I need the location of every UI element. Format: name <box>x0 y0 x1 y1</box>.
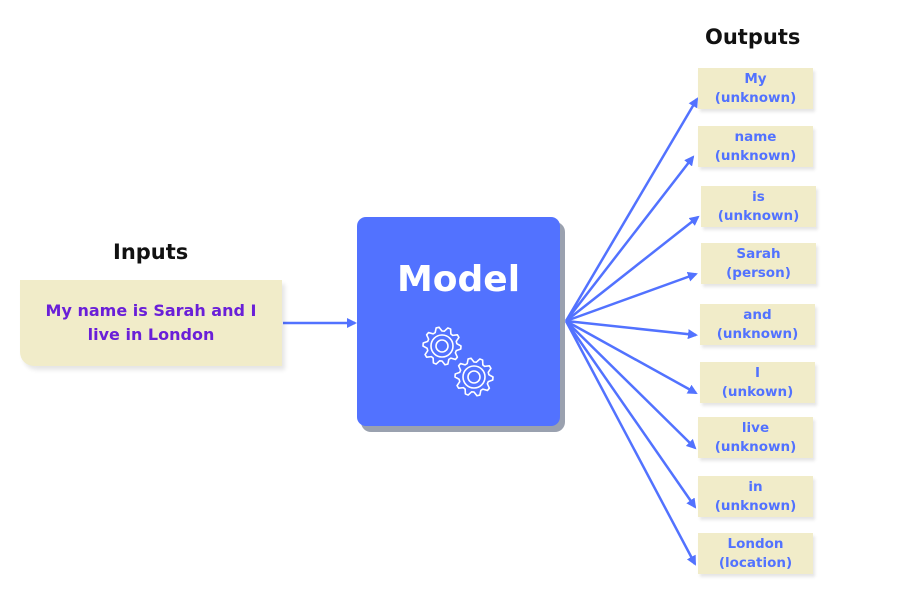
output-entity-label: (unknown) <box>714 89 797 106</box>
output-entity-label: (unkown) <box>721 383 794 400</box>
output-token: and <box>743 306 772 323</box>
output-arrow <box>564 320 697 566</box>
gears-icon <box>422 326 494 397</box>
output-arrow <box>564 320 697 509</box>
output-note: is (unknown) <box>701 186 816 227</box>
inputs-heading: Inputs <box>113 240 189 264</box>
output-note: Sarah (person) <box>701 243 816 284</box>
input-sentence-text: My name is Sarah and I live in London <box>45 301 257 344</box>
output-token: live <box>741 419 770 436</box>
outputs-heading: Outputs <box>705 25 801 49</box>
output-arrow <box>565 319 698 340</box>
output-note: and (unknown) <box>700 304 815 345</box>
output-arrow <box>565 272 698 323</box>
input-sentence-note: My name is Sarah and I live in London <box>20 280 282 366</box>
output-note: live (unknown) <box>698 417 813 458</box>
output-arrow <box>565 215 700 322</box>
output-note: name (unknown) <box>698 126 813 167</box>
output-entity-label: (unknown) <box>716 325 799 342</box>
output-arrow <box>564 97 699 322</box>
model-box: Model <box>357 217 560 426</box>
output-token: Sarah <box>736 245 781 262</box>
output-note: in (unknown) <box>698 476 813 517</box>
output-note: My (unknown) <box>698 68 813 109</box>
output-note: I (unkown) <box>700 362 815 403</box>
output-entity-label: (unknown) <box>714 147 797 164</box>
output-arrow <box>565 320 697 450</box>
output-token: is <box>752 188 765 205</box>
output-arrow <box>565 155 695 322</box>
output-token: London <box>727 535 784 552</box>
output-token: I <box>754 364 761 381</box>
model-title: Model <box>396 259 521 300</box>
output-token: My <box>744 70 767 87</box>
output-token: in <box>748 478 763 495</box>
output-note: London (location) <box>698 533 813 574</box>
output-arrow <box>565 319 698 395</box>
output-token: name <box>734 128 777 145</box>
output-entity-label: (location) <box>718 554 793 571</box>
output-entity-label: (unknown) <box>717 207 800 224</box>
output-entity-label: (unknown) <box>714 438 797 455</box>
output-entity-label: (unknown) <box>714 497 797 514</box>
output-entity-label: (person) <box>726 264 791 281</box>
